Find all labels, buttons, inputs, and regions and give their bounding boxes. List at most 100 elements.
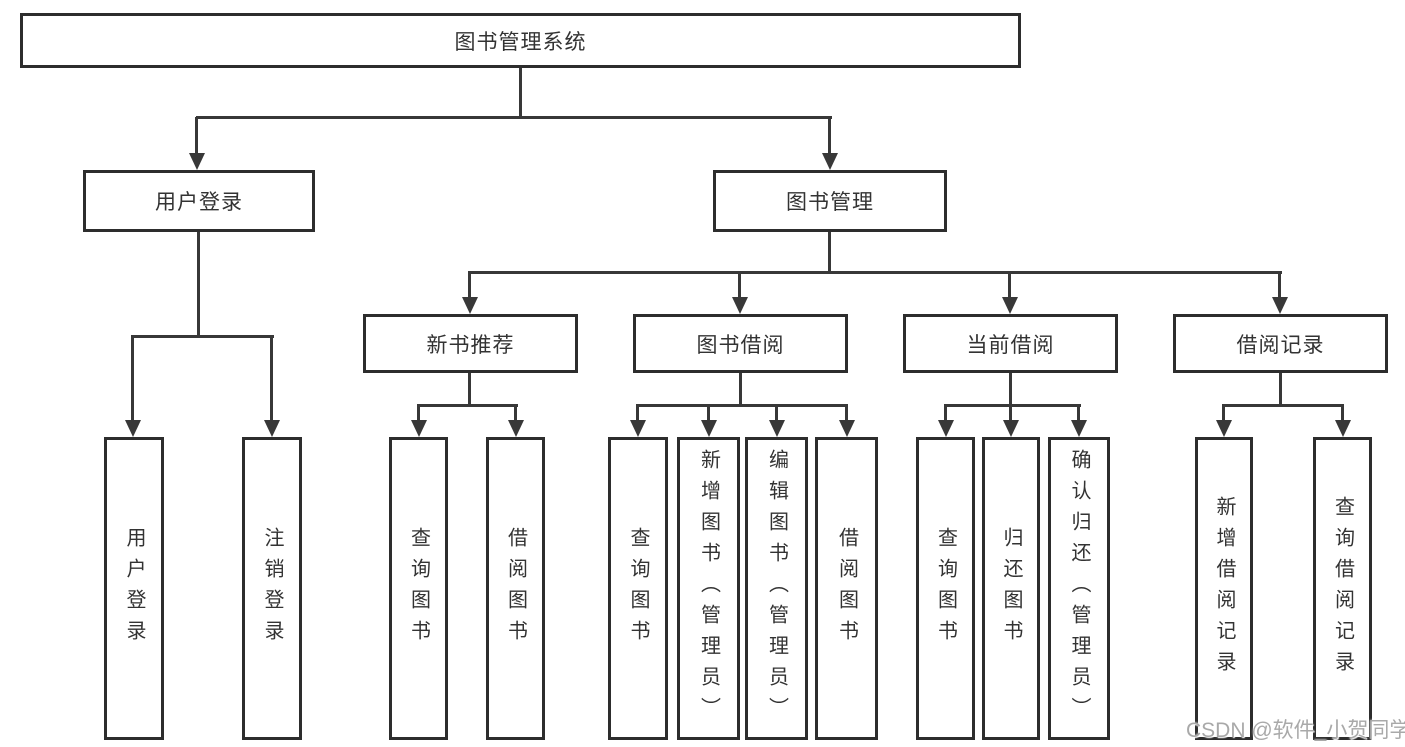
connector-line [738,273,741,297]
arrow-down-icon [1070,420,1087,437]
connector-line [828,117,831,153]
connector-line [739,373,742,407]
leaf-borrow-books-borrowing: 借阅图书 [815,437,878,740]
arrow-down-icon [410,420,427,437]
connector-line [197,232,200,338]
connector-arrow [124,337,141,437]
leaf-query-books-recommend-label: 查询图书 [407,526,430,651]
connector-line [1279,373,1282,407]
connector-line [775,405,778,420]
connector-line [514,405,517,420]
connector-line [1009,405,1012,420]
arrow-down-icon [821,153,838,170]
connector-line [270,337,273,420]
connector-arrow [1271,273,1288,314]
node-root-label: 图书管理系统 [454,30,587,54]
arrow-down-icon [700,420,717,437]
connector-arrow [1002,405,1019,437]
connector-line [707,405,710,420]
leaf-confirm-return-admin: 确认归还（管理员） [1048,437,1110,740]
arrow-down-icon [1271,297,1288,314]
connector-line [468,273,471,297]
connector-line [1222,405,1225,420]
connector-line [519,68,522,119]
arrow-down-icon [263,420,280,437]
connector-line [417,404,518,407]
connector-line [636,404,848,407]
connector-arrow [768,405,785,437]
connector-line [196,116,832,119]
node-book-borrowing: 图书借阅 [633,314,848,373]
connector-line [195,117,198,153]
node-root: 图书管理系统 [20,13,1021,68]
leaf-return-books-label: 归还图书 [1000,526,1022,651]
connector-arrow [188,117,205,170]
leaf-user-login-label: 用户登录 [123,526,145,651]
leaf-query-books-recommend: 查询图书 [389,437,448,740]
connector-line [468,373,471,407]
arrow-down-icon [188,153,205,170]
node-book-borrowing-label: 图书借阅 [696,333,785,357]
arrow-down-icon [937,420,954,437]
watermark: CSDN @软件_小贺同学 [1186,719,1405,742]
connector-arrow [507,405,524,437]
arrow-down-icon [629,420,646,437]
connector-line [845,405,848,420]
node-borrowing-records-label: 借阅记录 [1236,333,1325,357]
connector-line [1077,405,1080,420]
connector-arrow [1070,405,1087,437]
connector-arrow [838,405,855,437]
arrow-down-icon [1334,420,1351,437]
arrow-down-icon [768,420,785,437]
connector-arrow [821,117,838,170]
arrow-down-icon [731,297,748,314]
connector-arrow [1334,405,1351,437]
connector-arrow [629,405,646,437]
node-user-login-label: 用户登录 [155,191,243,214]
connector-line [828,232,831,274]
connector-arrow [1001,273,1018,314]
leaf-confirm-return-admin-label: 确认归还（管理员） [1068,449,1090,728]
node-new-book-recommendation-label: 新书推荐 [426,333,515,357]
leaf-query-borrow-record-label: 查询借阅记录 [1331,495,1354,682]
connector-arrow [1215,405,1232,437]
arrow-down-icon [124,420,141,437]
arrow-down-icon [838,420,855,437]
node-user-login: 用户登录 [83,170,315,232]
leaf-add-books-admin-label: 新增图书（管理员） [697,449,720,728]
connector-line [417,405,420,420]
leaf-add-borrow-record: 新增借阅记录 [1195,437,1253,740]
connector-arrow [700,405,717,437]
leaf-logout-login-label: 注销登录 [261,526,283,651]
arrow-down-icon [1215,420,1232,437]
leaf-query-books-borrowing-label: 查询图书 [627,526,649,651]
leaf-borrow-books-recommend: 借阅图书 [486,437,545,740]
arrow-down-icon [1002,420,1019,437]
leaf-borrow-books-recommend-label: 借阅图书 [504,526,527,651]
connector-arrow [937,405,954,437]
node-new-book-recommendation: 新书推荐 [363,314,578,373]
connector-line [1341,405,1344,420]
connector-line [131,337,134,420]
arrow-down-icon [1001,297,1018,314]
connector-line [468,271,1282,274]
leaf-query-books-current-label: 查询图书 [934,526,957,651]
leaf-return-books: 归还图书 [982,437,1040,740]
connector-arrow [263,337,280,437]
node-current-borrowing-label: 当前借阅 [966,333,1055,357]
connector-arrow [731,273,748,314]
node-current-borrowing: 当前借阅 [903,314,1118,373]
leaf-add-books-admin: 新增图书（管理员） [677,437,740,740]
leaf-logout-login: 注销登录 [242,437,302,740]
connector-line [131,335,274,338]
connector-line [636,405,639,420]
node-book-management: 图书管理 [713,170,947,232]
leaf-query-books-borrowing: 查询图书 [608,437,668,740]
connector-line [1008,273,1011,297]
node-borrowing-records: 借阅记录 [1173,314,1388,373]
leaf-user-login: 用户登录 [104,437,164,740]
leaf-query-books-current: 查询图书 [916,437,975,740]
connector-line [1222,404,1344,407]
connector-line [944,404,1081,407]
